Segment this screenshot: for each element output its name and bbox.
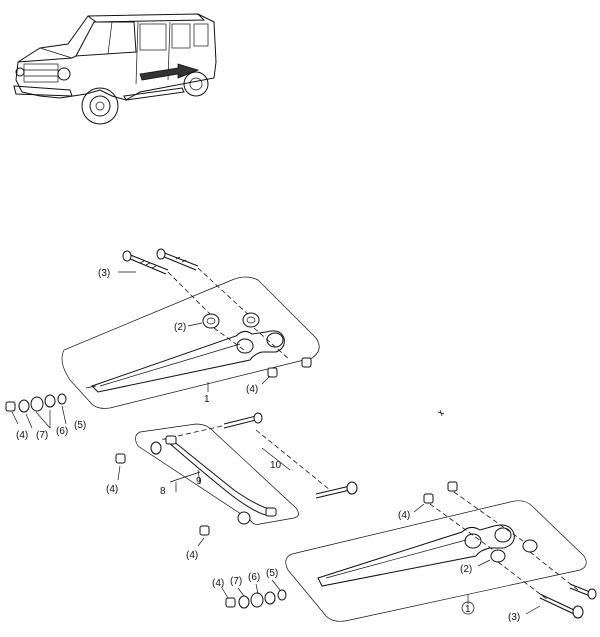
callout-2-bottom: (2) bbox=[460, 564, 472, 575]
upper-assembly-panel bbox=[61, 276, 320, 409]
callout-3-top: (3) bbox=[98, 268, 110, 279]
nut-4-bl bbox=[225, 597, 236, 608]
callout-6-bl: (6) bbox=[248, 572, 260, 583]
middle-track-rod-assembly bbox=[115, 412, 358, 525]
callout-8: 8 bbox=[160, 486, 166, 497]
bushing-6-left bbox=[30, 396, 44, 412]
callout-4-left: (4) bbox=[16, 430, 28, 441]
callout-3-bottom: (3) bbox=[508, 612, 520, 623]
middle-bolt-10-bottom bbox=[315, 481, 358, 499]
upper-radius-arm-assembly bbox=[61, 248, 320, 409]
upper-nut-left bbox=[267, 367, 278, 378]
lower-left-hardware-row bbox=[221, 579, 287, 609]
middle-bushing-8-bottom bbox=[237, 511, 251, 525]
upper-bolt-left bbox=[122, 250, 169, 275]
callout-9: 9 bbox=[196, 476, 202, 487]
callout-1-bottom-circled: 1 bbox=[461, 601, 475, 615]
callout-6-left: (6) bbox=[56, 426, 68, 437]
bushing-6-bl bbox=[250, 592, 264, 608]
callout-1-top: 1 bbox=[204, 394, 210, 405]
lower-bolt-3-left bbox=[539, 593, 584, 619]
callout-4-bl: (4) bbox=[212, 578, 224, 589]
upper-radius-arm bbox=[85, 330, 285, 393]
callout-4-top: (4) bbox=[246, 384, 258, 395]
washer-7-bl bbox=[238, 595, 250, 609]
lower-nut-4-right bbox=[447, 481, 458, 492]
track-rod-9 bbox=[165, 435, 277, 517]
callout-5-bl: (5) bbox=[266, 568, 278, 579]
lower-nut-4-center bbox=[197, 525, 210, 547]
callout-7-left: (7) bbox=[36, 430, 48, 441]
upper-nut-right bbox=[301, 357, 312, 368]
upper-bushing-left bbox=[202, 313, 220, 329]
stray-mark bbox=[437, 409, 445, 417]
callout-10: 10 bbox=[270, 460, 282, 471]
vehicle-illustration bbox=[13, 13, 217, 125]
lower-bolt-3-right bbox=[569, 583, 597, 600]
callout-4-mid: (4) bbox=[106, 484, 118, 495]
lower-bushing-2-right bbox=[522, 539, 538, 553]
callout-4-right: (4) bbox=[398, 510, 410, 521]
lower-bushing-2-left bbox=[490, 549, 506, 563]
callout-4-lower: (4) bbox=[186, 550, 198, 561]
lower-radius-arm-assembly bbox=[285, 481, 597, 622]
upper-bushing-right bbox=[242, 312, 260, 328]
lower-assembly-panel bbox=[285, 500, 587, 622]
middle-nut-4 bbox=[115, 453, 126, 464]
callout-2-top: (2) bbox=[174, 322, 186, 333]
middle-bolt-10-top bbox=[223, 412, 263, 429]
callout-1-bottom: 1 bbox=[465, 604, 471, 615]
callout-5-left: (5) bbox=[74, 420, 86, 431]
callout-7-bl: (7) bbox=[230, 576, 242, 587]
middle-assembly-panel bbox=[135, 423, 299, 525]
washer-5-left bbox=[57, 393, 67, 405]
lower-radius-arm bbox=[317, 524, 515, 587]
callout-labels: (3) (2) 1 (4) (4) (7) (6) (5) 10 (4) 8 9… bbox=[16, 268, 520, 623]
lower-nut-4-left bbox=[423, 493, 434, 504]
middle-bushing-8-top bbox=[150, 441, 162, 455]
washer-5-bl bbox=[277, 589, 287, 601]
upper-bolt-right bbox=[156, 248, 199, 271]
nut-4-left bbox=[5, 401, 16, 412]
upper-left-hardware-row bbox=[5, 393, 67, 429]
washer-7-left bbox=[18, 399, 30, 413]
